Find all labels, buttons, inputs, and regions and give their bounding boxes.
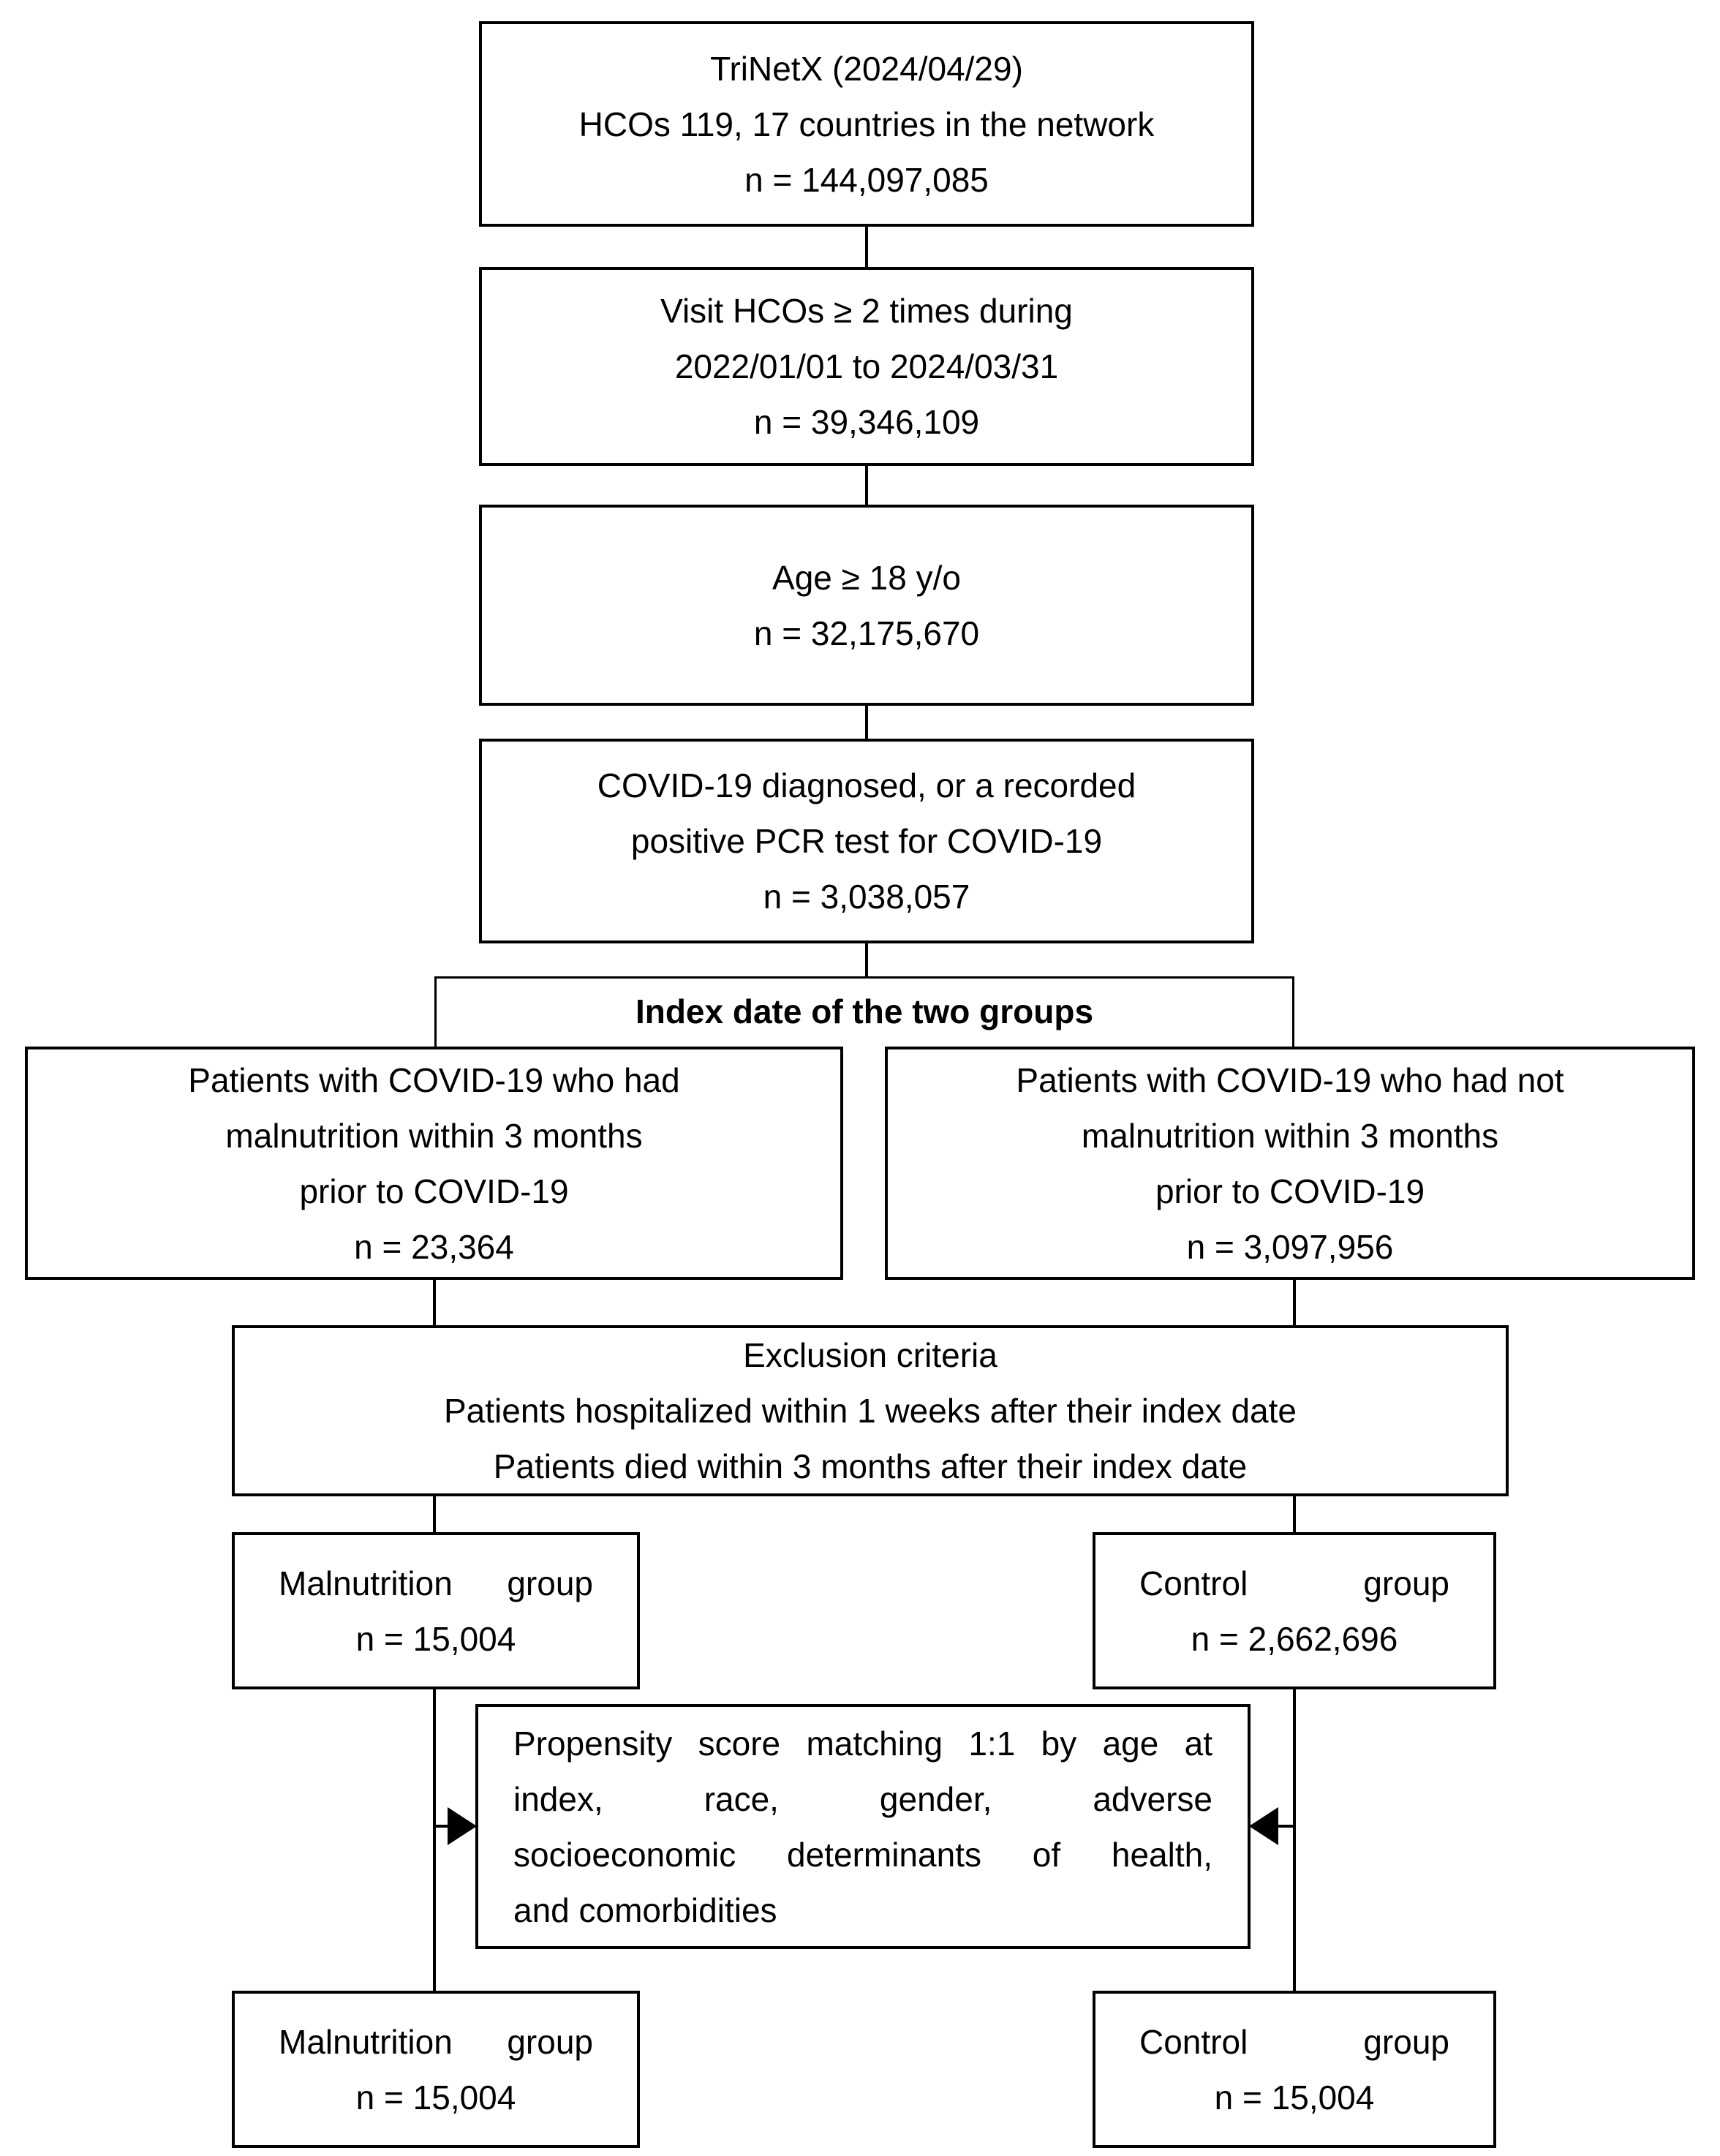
box-line: n = 23,364 [354,1227,514,1266]
box-malnutrition-cohort: Patients with COVID-19 who had malnutrit… [25,1047,843,1280]
box-line: Propensity score matching 1:1 by age at [513,1724,1212,1763]
index-date-bracket [434,976,1294,1047]
arrow-stub-right [1277,1825,1294,1828]
index-date-label: Index date of the two groups [635,992,1094,1030]
box-covid-diagnosis: COVID-19 diagnosed, or a recorded positi… [479,739,1254,943]
box-line: and comorbidities [513,1891,777,1929]
connector-malgroup-matched [433,1688,436,1992]
box-control-cohort: Patients with COVID-19 who had not malnu… [885,1047,1695,1280]
box-line: Visit HCOs ≥ 2 times during [660,292,1073,330]
box-line: n = 144,097,085 [744,160,989,199]
box-malnutrition-group-matched: Malnutrition group n = 15,004 [232,1991,640,2148]
connector-visits-age [865,464,868,507]
box-line: socioeconomic determinants of health, [513,1835,1212,1874]
box-line: positive PCR test for COVID-19 [630,822,1103,860]
box-line: Exclusion criteria [743,1336,997,1374]
box-control-group-matched: Control group n = 15,004 [1093,1991,1496,2148]
arrow-right-icon [448,1807,477,1845]
box-line: Patients with COVID-19 who had not [1016,1060,1564,1099]
connector-exclusion-malgroup [433,1495,436,1534]
box-line: Patients died within 3 months after thei… [493,1447,1248,1485]
box-line: n = 15,004 [1214,2078,1375,2117]
box-line: HCOs 119, 17 countries in the network [578,105,1155,143]
box-line: Patients hospitalized within 1 weeks aft… [444,1392,1297,1430]
box-line: COVID-19 diagnosed, or a recorded [597,766,1136,804]
box-line: n = 15,004 [355,2078,516,2117]
arrow-left-icon [1249,1807,1278,1845]
box-line: malnutrition within 3 months [225,1116,643,1155]
connector-trinetx-visits [865,225,868,269]
box-line: n = 15,004 [355,1619,516,1658]
box-line: Age ≥ 18 y/o [772,558,961,597]
box-line: Patients with COVID-19 who had [188,1060,680,1099]
box-age-criteria: Age ≥ 18 y/o n = 32,175,670 [479,505,1254,706]
box-line: n = 3,097,956 [1186,1227,1394,1266]
box-line: n = 2,662,696 [1191,1619,1398,1658]
box-line: index, race, gender, adverse [513,1779,1212,1818]
box-line: Control group [1139,2022,1449,2061]
box-line: n = 32,175,670 [753,614,980,652]
box-exclusion-criteria: Exclusion criteria Patients hospitalized… [232,1325,1509,1496]
connector-age-covid [865,704,868,741]
box-line: prior to COVID-19 [1155,1172,1425,1210]
box-line: Malnutrition group [279,2022,593,2061]
box-trinetx-database: TriNetX (2024/04/29) HCOs 119, 17 countr… [479,21,1254,227]
arrow-stub-left [434,1825,450,1828]
box-line: Control group [1139,1564,1449,1602]
box-line: n = 39,346,109 [753,403,980,441]
box-line: prior to COVID-19 [299,1172,569,1210]
box-line: TriNetX (2024/04/29) [710,49,1023,88]
box-line: 2022/01/01 to 2024/03/31 [674,347,1059,385]
connector-malcohort-exclusion [433,1278,436,1328]
box-malnutrition-group: Malnutrition group n = 15,004 [232,1532,640,1689]
connector-ctlcohort-exclusion [1293,1278,1296,1328]
box-line: Malnutrition group [279,1564,593,1602]
box-line: n = 3,038,057 [763,878,970,916]
box-visit-criteria: Visit HCOs ≥ 2 times during 2022/01/01 t… [479,267,1254,466]
connector-ctlgroup-matched [1293,1688,1296,1992]
box-control-group: Control group n = 2,662,696 [1093,1532,1496,1689]
box-line: malnutrition within 3 months [1081,1116,1499,1155]
connector-exclusion-ctlgroup [1293,1495,1296,1534]
box-propensity-matching: Propensity score matching 1:1 by age at … [475,1704,1251,1949]
connector-covid-bracket [865,942,868,979]
